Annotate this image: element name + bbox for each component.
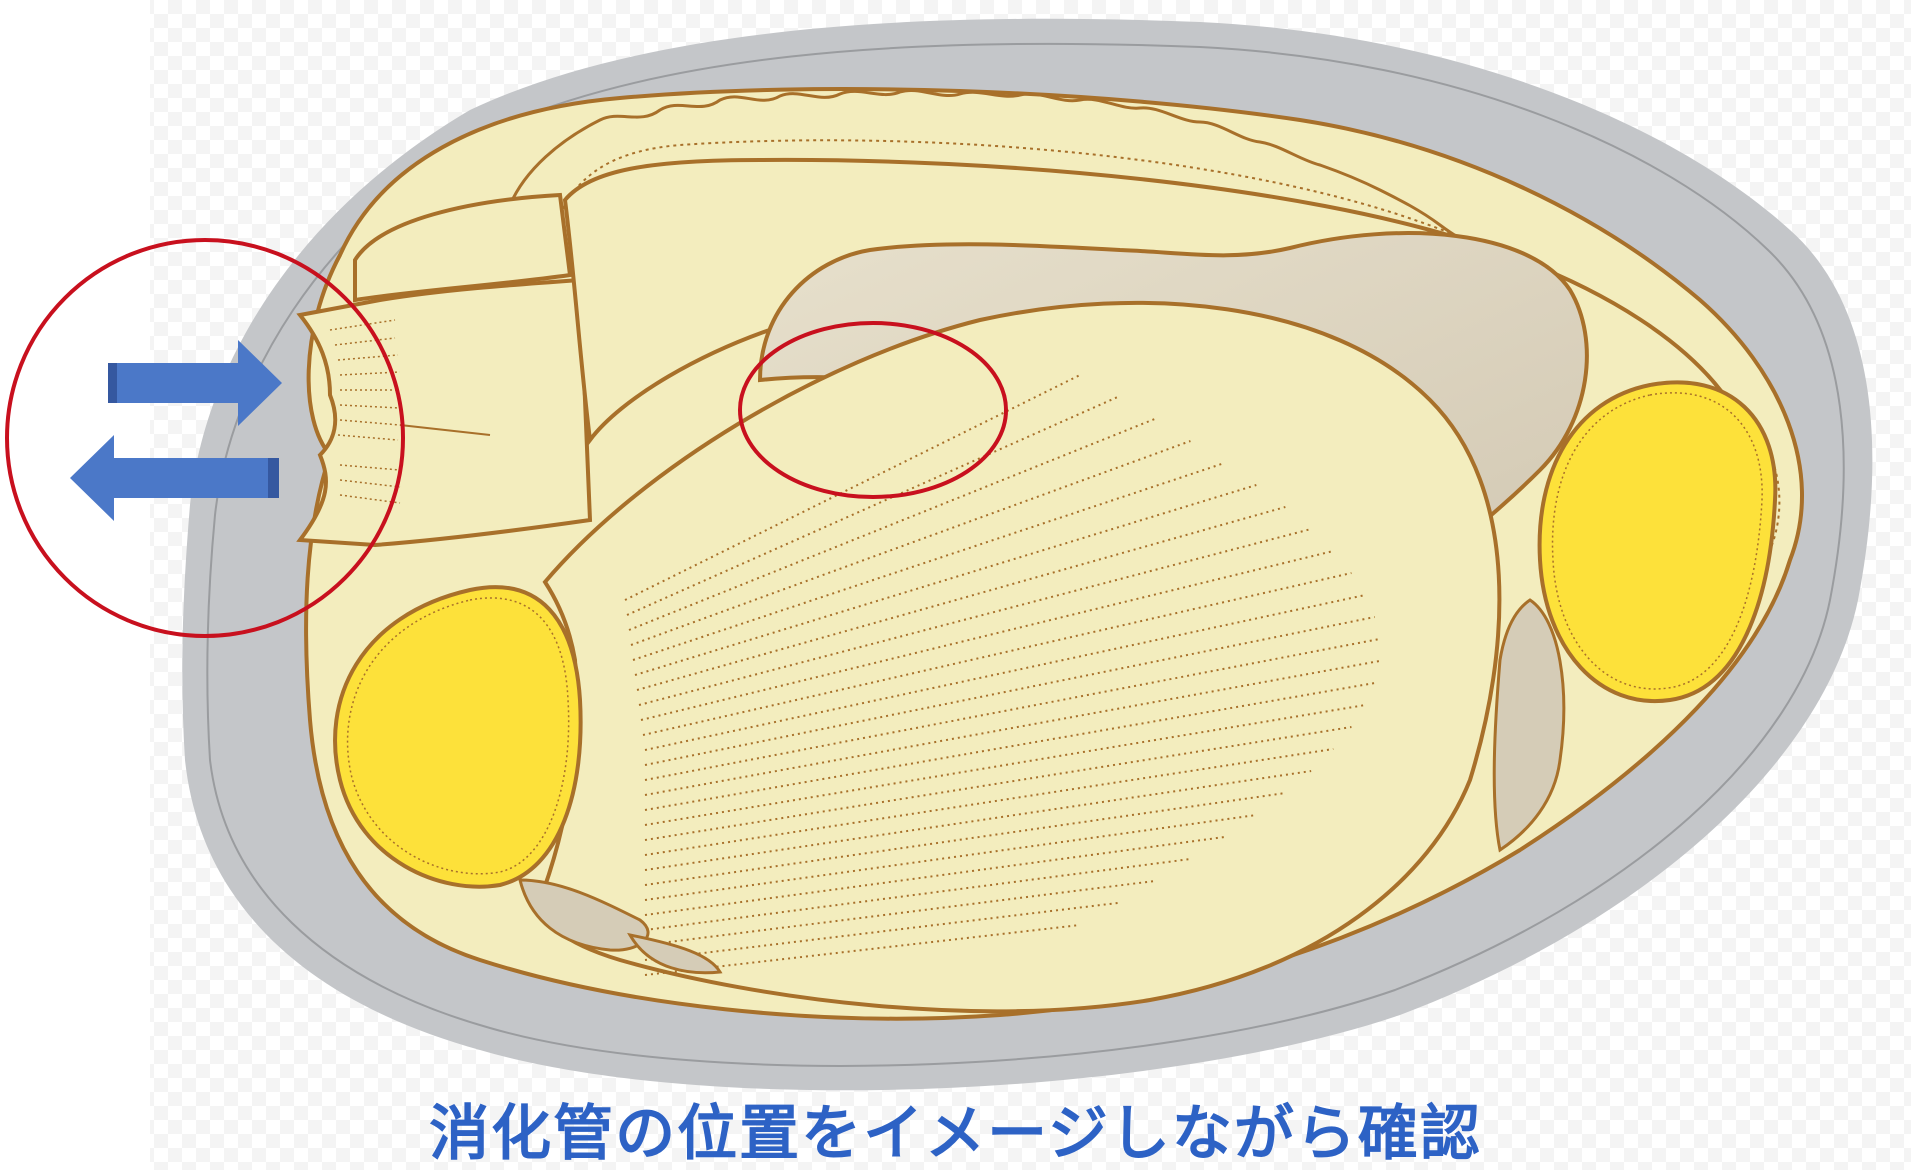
- siphon-tube: [300, 280, 590, 545]
- caption-text: 消化管の位置をイメージしながら確認: [0, 1085, 1911, 1172]
